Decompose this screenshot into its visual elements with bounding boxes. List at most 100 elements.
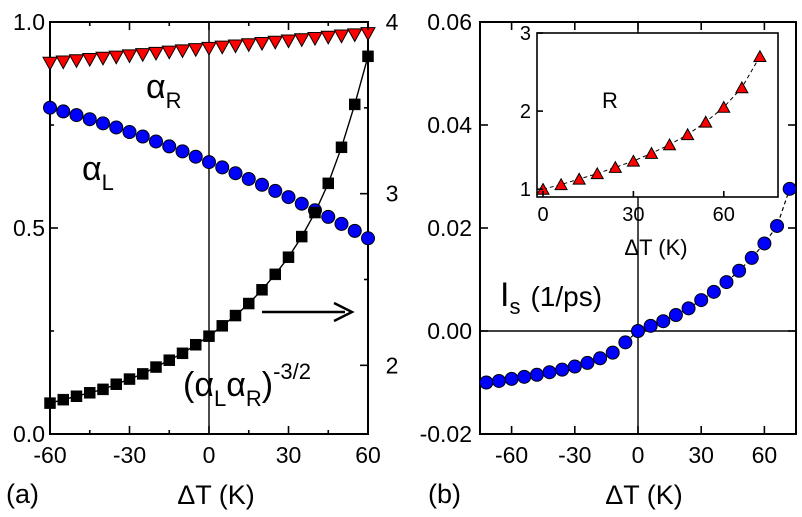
point-combo [70,390,83,402]
point-R [753,49,767,63]
point-alpha_R [121,49,138,64]
y-right-tick-label: 3 [386,181,399,207]
point-alpha_L [175,144,190,159]
point-Is [504,371,519,386]
point-combo [123,373,136,385]
x-tick-label: 30 [276,442,302,468]
point-alpha_R [267,35,284,50]
point-alpha_R [174,44,191,59]
point-Is [517,369,532,384]
alpha-l-label: αL [82,150,114,195]
point-alpha_R [240,38,257,53]
x-tick-label: 0 [203,442,216,468]
point-alpha_L [149,134,163,149]
panel-a-tag: (a) [6,479,39,509]
point-Is [681,301,696,316]
point-R [735,80,749,94]
point-alpha_R [280,34,297,49]
point-alpha_L [43,100,57,115]
point-Is [643,318,658,333]
point-Is [555,362,570,377]
point-alpha_L [361,231,375,246]
point-combo [203,330,215,342]
inset-y-tick-label: 1 [520,179,531,201]
point-Is [542,365,557,380]
point-R [644,146,659,159]
point-Is [719,275,734,290]
point-Is [567,359,582,374]
x-tick-label: -30 [558,442,591,468]
point-Is [782,181,797,196]
point-alpha_L [228,166,243,181]
point-combo [349,98,361,111]
point-alpha_L [334,216,349,231]
panel-a-x-axis-label: ΔT (K) [177,480,255,510]
point-alpha_R [161,45,178,60]
point-combo [322,177,334,190]
point-alpha_R [134,48,151,63]
point-combo [296,230,308,243]
point-alpha_L [135,129,150,144]
y-left-tick-label: 0.0 [13,421,45,447]
point-alpha_L [202,155,216,170]
point-combo [229,309,242,322]
point-Is [656,314,671,329]
point-alpha_R [254,36,270,52]
point-R [608,160,623,173]
x-tick-label: 60 [355,442,381,468]
point-alpha_R [227,39,244,54]
point-R [572,172,587,185]
point-R [716,100,731,113]
inset-y-tick-label: 3 [520,23,531,45]
point-combo [309,206,321,219]
point-alpha_R [320,30,337,45]
y-right-tick-label: 4 [386,9,399,35]
inset-y-tick-label: 2 [520,101,531,123]
inset-x-tick-label: 60 [713,204,735,226]
point-combo [176,347,189,360]
y-left-tick-label: 1.0 [13,9,45,35]
point-Is [593,351,608,366]
y-tick-label: 0.04 [427,112,472,138]
point-alpha_L [109,120,124,135]
point-alpha_L [241,171,256,186]
x-tick-label: -30 [113,442,146,468]
point-Is [605,345,620,360]
point-Is [706,284,721,299]
point-Is [479,375,494,390]
point-alpha_R [293,33,310,48]
point-combo [110,378,122,390]
inset-r-label: R [602,88,618,113]
alpha-product-label: (αLαR)-3/2 [183,359,311,411]
is-label: Is(1/ps) [500,276,602,319]
point-Is [618,335,633,350]
point-alpha_R [201,41,217,57]
point-alpha_L [294,196,309,211]
point-Is [491,373,506,388]
point-combo [335,141,348,154]
point-alpha_R [187,43,204,58]
point-alpha_R [95,51,111,66]
panel-b-tag: (b) [428,479,461,509]
y-tick-label: -0.02 [420,421,472,447]
point-alpha_R [42,56,58,71]
x-tick-label: 30 [688,442,714,468]
point-alpha_L [122,125,137,140]
point-combo [190,338,202,351]
point-R [680,127,695,141]
point-R [662,137,677,151]
inset-x-tick-label: 0 [537,204,548,226]
point-alpha_R [307,32,323,47]
point-alpha_L [347,223,362,238]
inset-x-tick-label: 30 [622,204,644,226]
point-alpha_L [82,112,97,127]
point-alpha_R [81,53,98,68]
point-alpha_L [321,209,336,224]
point-Is [732,263,747,278]
y-tick-label: 0.02 [427,215,472,241]
panel-b-x-axis-label: ΔT (K) [605,480,683,510]
